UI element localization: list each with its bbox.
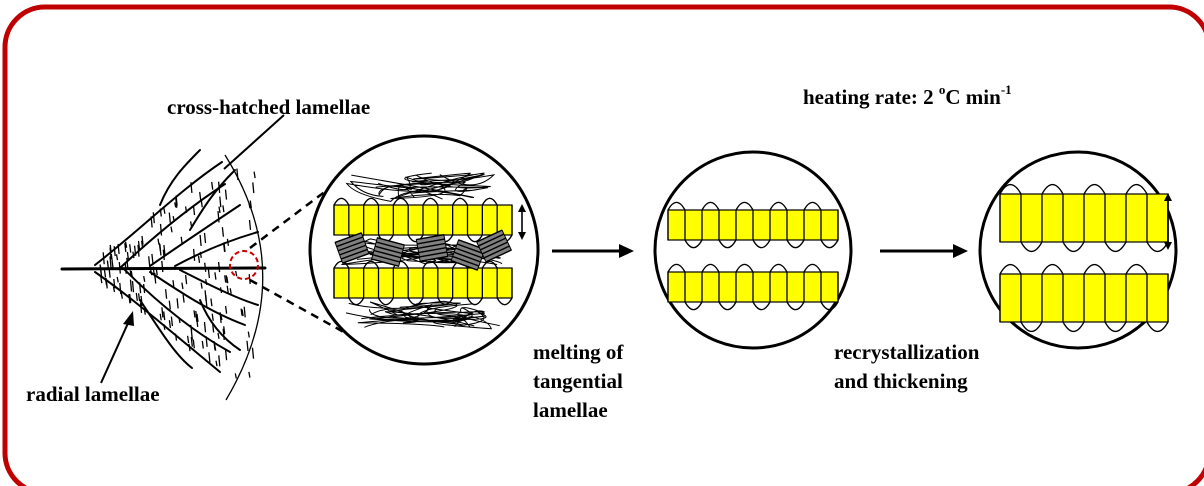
heating-rate-label: heating rate: 2 oC min-1 xyxy=(803,84,1012,111)
radial-branches xyxy=(62,150,265,372)
degree-sign: o xyxy=(939,82,946,97)
melting-label-line-3: lamellae xyxy=(533,397,608,424)
cross-hatched-label: cross-hatched lamellae xyxy=(167,94,370,121)
process-arrow-2 xyxy=(880,244,968,258)
radial-branch-4 xyxy=(175,232,258,266)
radial-label: radial lamellae xyxy=(26,381,160,408)
heating-rate-prefix: heating rate: 2 xyxy=(803,85,939,109)
radial-pointer xyxy=(101,321,129,383)
recrystallization-label-line-1: recrystallization xyxy=(834,339,979,366)
process-arrow-1 xyxy=(552,244,634,258)
bottom-lamella xyxy=(1000,265,1168,332)
radial-branch-10 xyxy=(160,150,200,205)
main-radial-branch xyxy=(62,268,265,269)
top-lamella xyxy=(1000,185,1168,252)
recrystallization-label-line-2: and thickening xyxy=(834,368,968,395)
heating-rate-exponent: -1 xyxy=(1001,82,1012,97)
spherulite-boundary xyxy=(225,155,263,400)
melting-label-line-1: melting of xyxy=(533,339,623,366)
radial-pointer-arrowhead xyxy=(123,311,134,326)
highlight-circle xyxy=(230,251,258,279)
stage-2-circle xyxy=(655,152,851,348)
melting-label-line-2: tangential xyxy=(533,368,623,395)
radial-branch-9 xyxy=(140,300,192,368)
cross-hatched-pointer xyxy=(224,115,284,169)
heating-rate-unit: C min xyxy=(945,85,1000,109)
radial-branch-11 xyxy=(190,170,235,230)
bottom-lamella xyxy=(334,261,512,304)
spherulite-sketch xyxy=(62,150,265,400)
tangential-lamella-3 xyxy=(416,235,447,262)
